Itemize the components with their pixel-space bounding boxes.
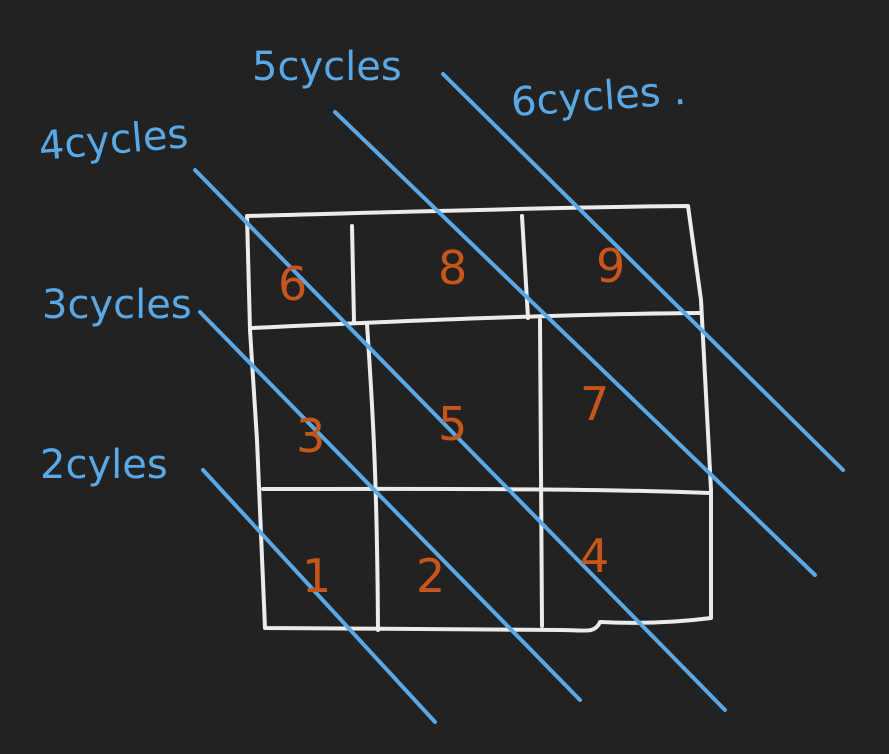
diagonal-line-6-cycles xyxy=(441,72,845,472)
cell-middle-center: 5 xyxy=(438,397,467,451)
cell-numbers: 6 8 9 3 5 7 1 2 4 xyxy=(278,239,625,603)
cell-top-right: 9 xyxy=(596,239,625,293)
grid-column-divider-2 xyxy=(520,214,544,628)
label-6-cycles: 6cycles . xyxy=(509,68,687,126)
label-4-cycles: 4cycles xyxy=(37,111,190,170)
cell-top-middle: 8 xyxy=(438,241,467,295)
grid-3x3 xyxy=(245,204,713,633)
cell-top-left: 6 xyxy=(278,257,307,311)
cell-bottom-right: 4 xyxy=(580,529,609,583)
cell-middle-left: 3 xyxy=(296,409,325,463)
diagonal-line-3-cycles xyxy=(198,310,582,702)
cell-middle-right: 7 xyxy=(580,377,609,431)
grid-outline xyxy=(245,204,713,633)
cell-bottom-left: 1 xyxy=(302,549,331,603)
label-3-cycles: 3cycles xyxy=(42,282,192,328)
grid-column-divider-1 xyxy=(350,224,380,632)
grid-row-divider-1 xyxy=(250,311,702,330)
grid-row-divider-2 xyxy=(261,486,712,495)
diagonal-lines xyxy=(193,72,845,724)
label-2-cycles: 2cyles xyxy=(40,442,168,488)
cell-bottom-middle: 2 xyxy=(416,549,445,603)
diagonal-line-4-cycles xyxy=(193,168,727,712)
diagonal-line-5-cycles xyxy=(333,110,817,577)
diagonal-line-2-cycles xyxy=(201,468,437,724)
label-5-cycles: 5cycles xyxy=(252,44,402,90)
